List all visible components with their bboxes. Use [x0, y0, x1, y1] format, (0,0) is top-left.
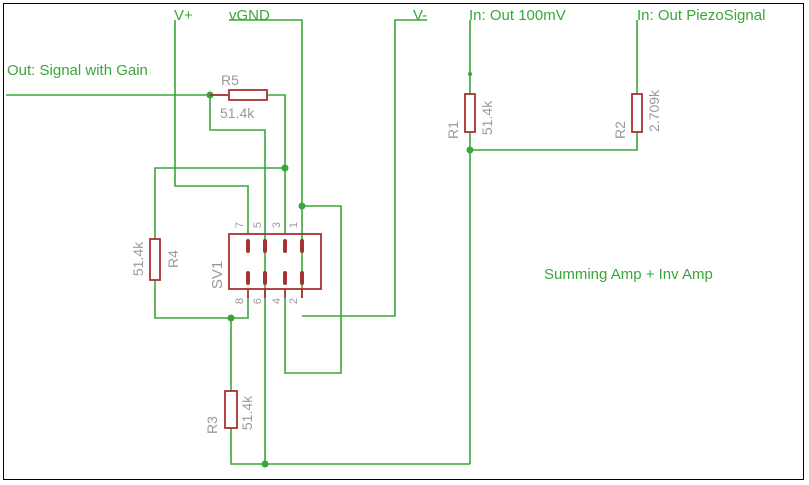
- pin-number: 4: [271, 298, 283, 304]
- resistor-body: [631, 93, 643, 133]
- resistor-r1[interactable]: R1 51.4k: [445, 93, 495, 139]
- wire-vplus: [174, 20, 249, 234]
- net-label-vminus: V-: [413, 7, 427, 24]
- r5-value: 51.4k: [220, 105, 255, 121]
- net-label-in-100mv: In: Out 100mV: [469, 7, 566, 24]
- resistor-r2[interactable]: R2 2.709k: [612, 89, 662, 139]
- pin-number: 8: [234, 298, 246, 304]
- r5-ref: R5: [221, 72, 239, 88]
- net-label-vgnd: vGND: [229, 7, 270, 24]
- r3-value: 51.4k: [239, 395, 255, 430]
- junction-dot: [227, 314, 235, 322]
- pin-number: 5: [252, 222, 264, 228]
- wire-r5-to-pin3: [267, 94, 286, 234]
- schematic-note: Summing Amp + Inv Amp: [544, 266, 713, 283]
- resistor-r4[interactable]: R4 51.4k: [130, 238, 181, 281]
- pin-number: 7: [234, 222, 246, 228]
- pin-number: 2: [288, 298, 300, 304]
- net-label-in-piezo: In: Out PiezoSignal: [637, 7, 765, 24]
- junction-dot: [298, 202, 306, 210]
- connector-body: [228, 233, 322, 290]
- wire-pin1-loop: [284, 205, 342, 374]
- pin-number: 3: [271, 222, 283, 228]
- frame-border: [3, 3, 804, 480]
- r3-ref: R3: [204, 416, 220, 434]
- wire-vminus: [302, 19, 427, 317]
- r1-ref: R1: [445, 121, 461, 139]
- r1-value: 51.4k: [479, 100, 495, 135]
- junction-dot: [281, 164, 289, 172]
- sv1-ref: SV1: [209, 261, 226, 289]
- net-label-out-signal: Out: Signal with Gain: [7, 62, 148, 79]
- junction-dot: [468, 72, 472, 76]
- connector-sv1[interactable]: 7 5 3 1 8 6 4 2 SV1: [209, 222, 322, 304]
- r4-value: 51.4k: [130, 241, 146, 276]
- net-label-vplus: V+: [174, 7, 193, 24]
- wire-r3-bottom: [230, 428, 470, 465]
- wire-r2-bottom: [470, 132, 638, 151]
- net-labels: V+ vGND V- In: Out 100mV In: Out PiezoSi…: [7, 7, 765, 79]
- wire-r4-top: [154, 167, 285, 239]
- resistor-body: [224, 390, 238, 429]
- resistor-r3[interactable]: R3 51.4k: [204, 390, 255, 434]
- resistor-body: [228, 89, 268, 101]
- r4-ref: R4: [165, 250, 181, 268]
- junction-dot: [466, 146, 474, 154]
- wire-r4-bottom: [154, 280, 249, 319]
- r2-value: 2.709k: [646, 89, 662, 132]
- pin-number: 1: [288, 222, 300, 228]
- resistor-r5[interactable]: R5 51.4k: [210, 72, 268, 121]
- resistor-body: [464, 93, 476, 133]
- wires: [6, 19, 638, 466]
- resistor-body: [149, 238, 161, 281]
- junction-dot: [261, 460, 269, 468]
- pin-number: 6: [252, 298, 264, 304]
- r2-ref: R2: [612, 121, 628, 139]
